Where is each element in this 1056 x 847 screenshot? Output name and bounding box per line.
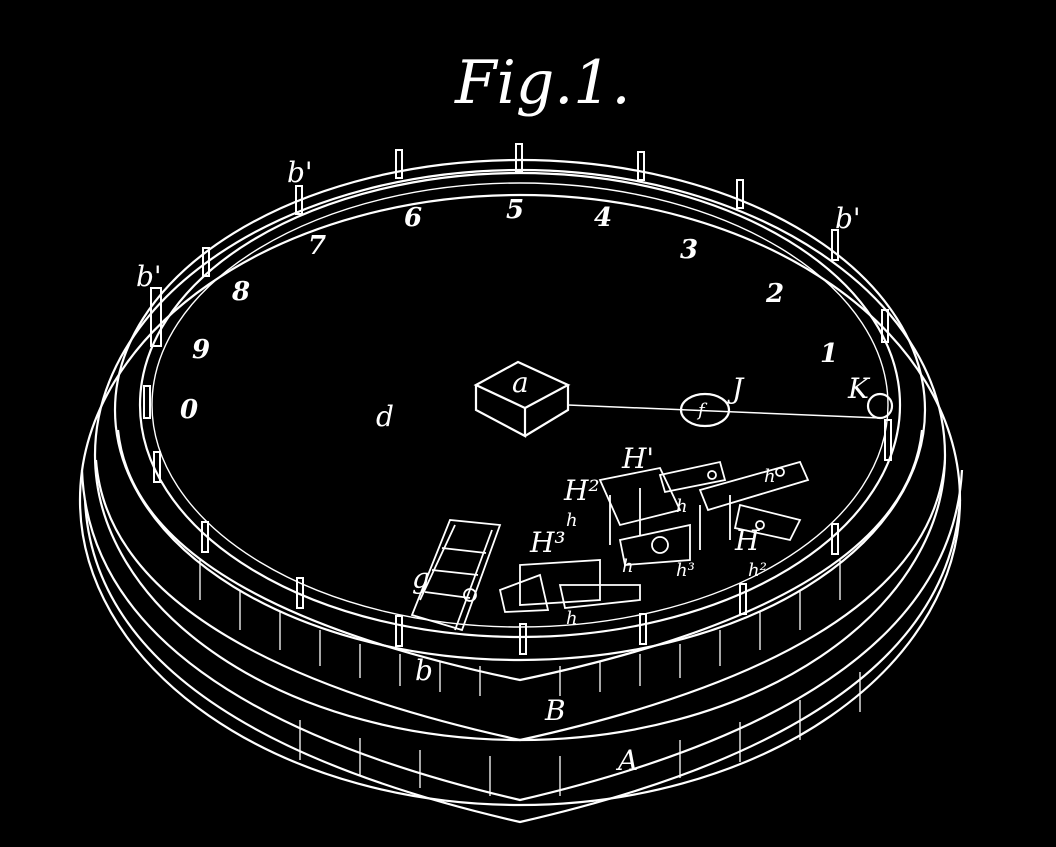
label-b-prime-top: b' bbox=[287, 156, 313, 189]
label-small-h6: h bbox=[622, 556, 634, 577]
outer-ring bbox=[113, 158, 927, 662]
label-h1: H' bbox=[621, 442, 654, 475]
label-base-b: B bbox=[544, 694, 566, 727]
base-a-bottom-rim bbox=[78, 193, 962, 807]
base-a-side bbox=[80, 469, 964, 802]
center-block bbox=[473, 360, 571, 438]
label-small-h5: h bbox=[566, 510, 578, 531]
label-d: d bbox=[376, 400, 394, 433]
dial-number: 3 bbox=[680, 235, 698, 265]
counter-j bbox=[679, 392, 731, 428]
dial-number: 1 bbox=[820, 339, 838, 369]
index-wire bbox=[567, 404, 881, 419]
label-b: b bbox=[415, 654, 433, 687]
label-g: g bbox=[412, 562, 430, 595]
label-small-h7: h bbox=[566, 608, 578, 629]
dial-number: 8 bbox=[231, 277, 250, 307]
label-h4: H bbox=[734, 524, 760, 557]
label-h2: H² bbox=[563, 474, 600, 507]
dial-number: 6 bbox=[404, 203, 422, 233]
label-small-h3: h³ bbox=[676, 560, 695, 581]
label-a: a bbox=[512, 366, 529, 399]
label-b-prime-right: b' bbox=[835, 202, 861, 235]
label-small-h2: h² bbox=[748, 560, 767, 581]
dial-number: 0 bbox=[180, 395, 198, 425]
label-h3: H³ bbox=[529, 526, 566, 559]
figure-title: Fig.1. bbox=[454, 48, 631, 118]
frame-g bbox=[410, 519, 502, 632]
dial-number: 5 bbox=[506, 195, 524, 225]
dial-number: 2 bbox=[765, 279, 784, 309]
label-j: J bbox=[727, 372, 745, 405]
label-k: K bbox=[847, 372, 871, 405]
dial-number: 9 bbox=[192, 335, 210, 365]
label-b-prime-left: b' bbox=[136, 260, 162, 293]
catch-k bbox=[866, 392, 894, 420]
label-small-h1: h bbox=[764, 466, 776, 487]
base-b-side bbox=[94, 459, 947, 742]
dial-number: 4 bbox=[594, 203, 612, 233]
ring-side bbox=[116, 429, 924, 682]
label-small-h4: h bbox=[676, 496, 688, 517]
label-base-a: A bbox=[615, 744, 638, 777]
mechanism-h bbox=[498, 460, 810, 613]
dial-number: 7 bbox=[308, 231, 326, 261]
